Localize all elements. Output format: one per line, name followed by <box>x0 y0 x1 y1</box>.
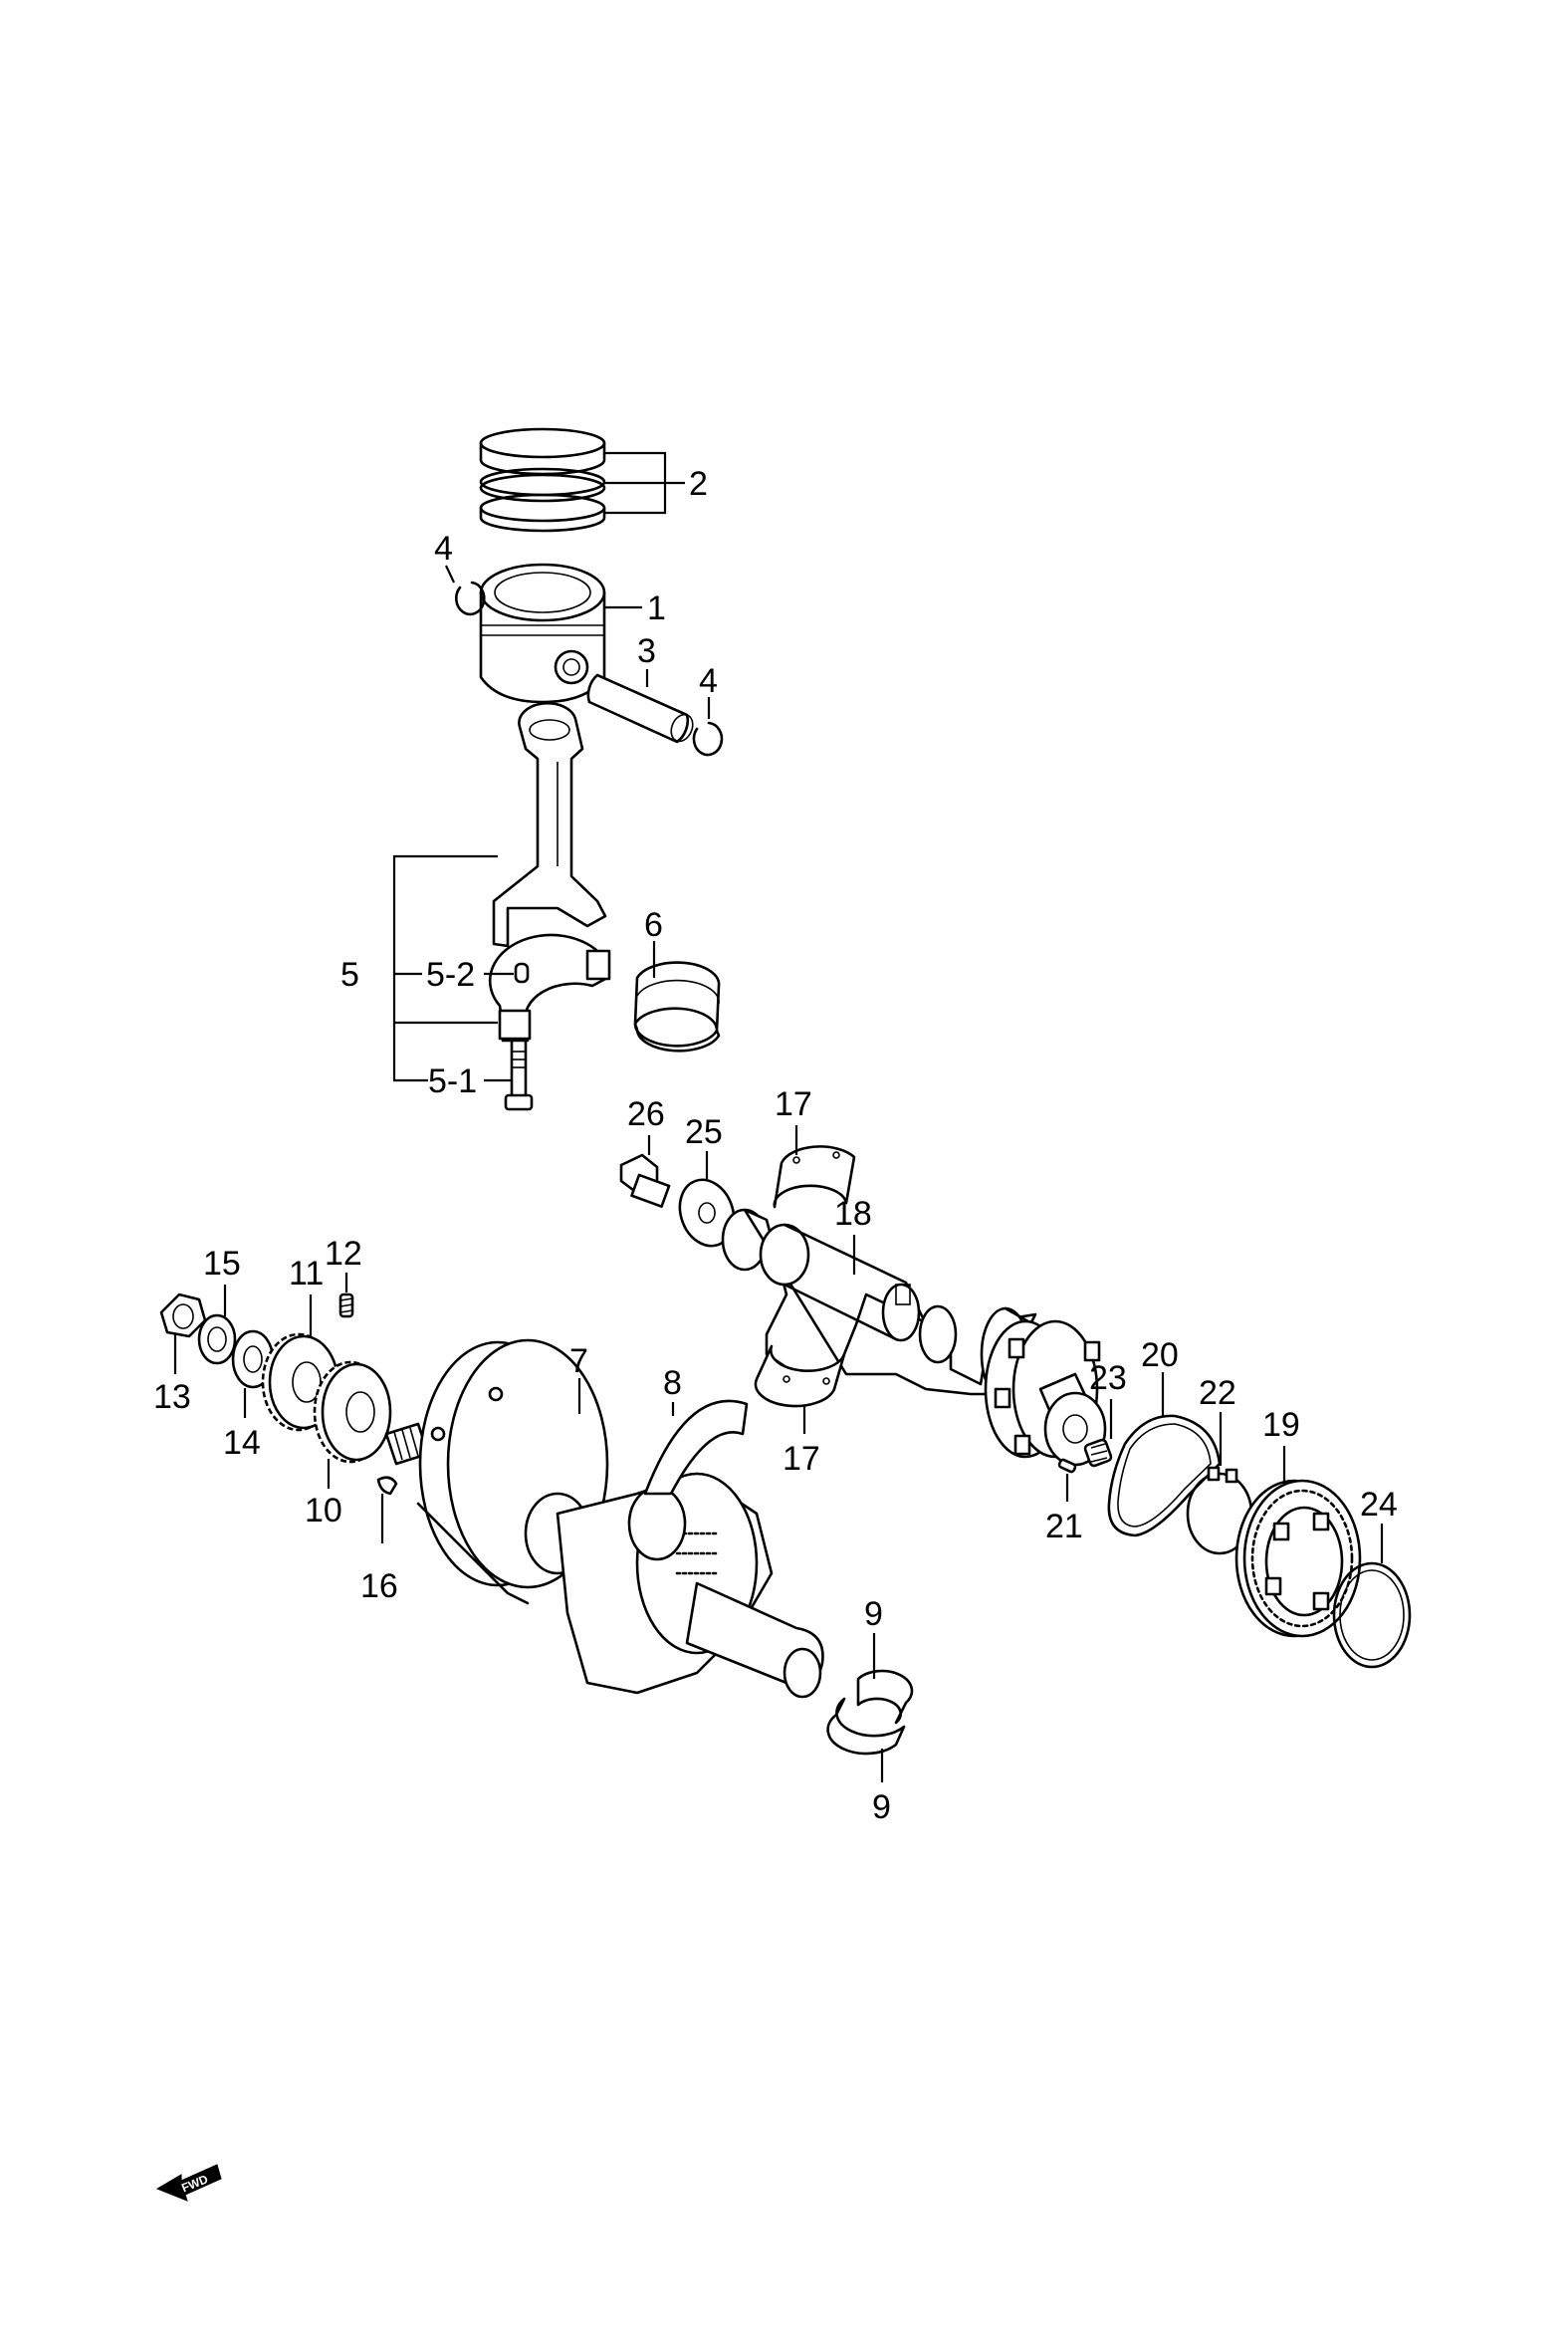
piston <box>479 563 606 704</box>
rod-bolt-5-1 <box>504 1039 534 1111</box>
spring-ring <box>1107 1414 1222 1537</box>
piston-rings <box>479 427 606 533</box>
callout-16: 16 <box>360 1567 398 1605</box>
washer-15 <box>197 1313 237 1365</box>
callout-8: 8 <box>663 1364 682 1402</box>
fwd-arrow-icon: FWD <box>155 2164 222 2202</box>
nut <box>159 1293 207 1338</box>
washer-24 <box>1332 1561 1412 1669</box>
callout-5: 5 <box>340 956 359 994</box>
balancer-bolt <box>619 1153 671 1208</box>
callout-15: 15 <box>203 1245 241 1283</box>
balancer-washer <box>678 1178 736 1248</box>
balancer-bearing-upper <box>773 1145 856 1209</box>
crankshaft <box>384 1338 824 1699</box>
spring <box>1083 1438 1113 1468</box>
callout-21: 21 <box>1045 1508 1083 1545</box>
callout-9a: 9 <box>864 1595 883 1633</box>
circlip-right <box>692 721 724 757</box>
callout-18: 18 <box>834 1195 872 1233</box>
callout-5-bracket <box>392 854 514 1082</box>
fwd-label: FWD <box>179 2172 210 2195</box>
thrust-washer <box>643 1399 749 1496</box>
callout-4b: 4 <box>699 662 718 700</box>
callout-6: 6 <box>644 906 663 944</box>
callout-25: 25 <box>685 1113 723 1151</box>
callout-1: 1 <box>647 589 666 627</box>
callout-3: 3 <box>637 632 656 670</box>
callout-10: 10 <box>305 1492 342 1529</box>
callout-14: 14 <box>223 1424 261 1462</box>
callout-5-1: 5-1 <box>428 1062 477 1100</box>
callout-4a-leader <box>445 565 455 584</box>
circlip-left <box>455 581 486 616</box>
callout-17a: 17 <box>775 1085 812 1123</box>
callout-9b: 9 <box>872 1788 891 1826</box>
key <box>376 1476 398 1496</box>
callout-19: 19 <box>1262 1406 1300 1444</box>
dowel-pin-5-2 <box>514 962 530 984</box>
callout-12: 12 <box>325 1235 362 1273</box>
balancer-bearing-lower <box>754 1344 846 1408</box>
conrod-bearing <box>633 961 721 1053</box>
piston-pin <box>586 673 694 744</box>
callout-2-bracket <box>604 451 685 515</box>
callout-2: 2 <box>689 465 708 503</box>
balancer-driven-gear <box>1234 1479 1362 1638</box>
callout-5-2: 5-2 <box>426 956 475 994</box>
callout-23: 23 <box>1089 1359 1127 1397</box>
callout-7: 7 <box>569 1342 588 1380</box>
callout-20: 20 <box>1141 1336 1179 1374</box>
balancer-drive-hub <box>984 1319 1107 1467</box>
callout-22: 22 <box>1199 1374 1236 1412</box>
callout-26: 26 <box>627 1095 665 1133</box>
gear-10 <box>313 1360 392 1464</box>
connecting-rod <box>492 701 607 948</box>
callout-11: 11 <box>289 1255 324 1293</box>
callout-4a: 4 <box>434 530 453 568</box>
connecting-rod-cap <box>488 933 611 1043</box>
callout-13: 13 <box>153 1378 191 1416</box>
callout-17b: 17 <box>783 1440 820 1478</box>
spring-12 <box>338 1293 354 1318</box>
pin <box>1057 1458 1077 1474</box>
crank-bearing-upper <box>856 1669 914 1725</box>
callout-24: 24 <box>1360 1486 1398 1524</box>
crank-bearing-lower <box>826 1697 906 1756</box>
